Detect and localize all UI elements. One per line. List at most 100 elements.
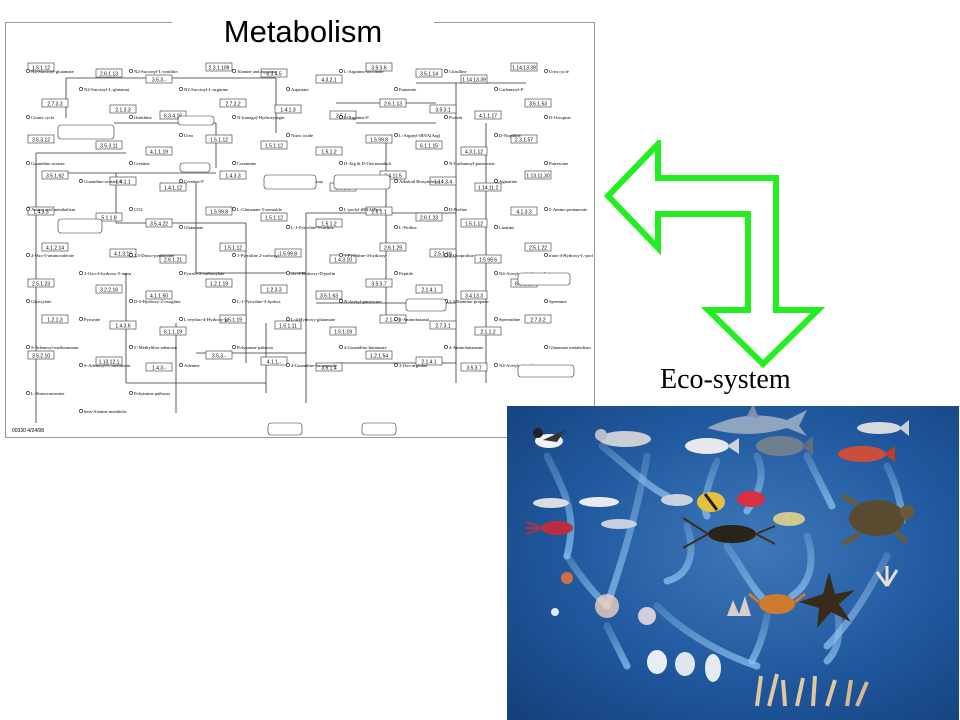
- enzyme-box: 1.13.12.1: [95, 356, 123, 366]
- enzyme-box: 1.4.3.3: [219, 170, 247, 179]
- enzyme-box: 3.5.2.10: [27, 350, 55, 360]
- svg-text:L-1-Pyrroline-3-hydrox: L-1-Pyrroline-3-hydrox: [237, 299, 281, 304]
- svg-text:4.1.3.3: 4.1.3.3: [516, 209, 532, 215]
- coral-icon: [755, 673, 869, 707]
- enzyme-box: 2.6.1.13: [379, 98, 407, 107]
- svg-text:2-Oxo-5-aminovalerate: 2-Oxo-5-aminovalerate: [31, 253, 74, 258]
- svg-text:Amino acid metabolism: Amino acid metabolism: [31, 207, 76, 212]
- enzyme-box: 1.2.1.54: [365, 350, 393, 360]
- compound-label: L-prolyl-tRNA(Pro): [339, 207, 382, 212]
- fish-icon: [533, 494, 693, 508]
- svg-text:3.5.3.-: 3.5.3.-: [152, 77, 167, 83]
- enzyme-box: 1.5.99.6: [474, 254, 502, 264]
- enzyme-box: 1.13.11.30: [524, 170, 552, 179]
- svg-text:1.5.1.12: 1.5.1.12: [224, 245, 242, 251]
- svg-text:N-Carbamoyl-putrescine: N-Carbamoyl-putrescine: [449, 161, 495, 166]
- svg-text:4.1.1.-: 4.1.1.-: [267, 359, 282, 365]
- compound-label: Urea: [179, 133, 193, 138]
- svg-text:1.14.13.39: 1.14.13.39: [512, 65, 536, 71]
- crab-icon: [748, 592, 806, 614]
- svg-text:3.2.2.16: 3.2.2.16: [100, 287, 118, 293]
- enzyme-box: 4.3.2.1: [315, 74, 343, 83]
- svg-text:2.1.4.1: 2.1.4.1: [385, 317, 401, 323]
- pathway-diagram: 1.5.1.122.6.1.133.5.3.-2.3.1.1096.3.4.54…: [12, 62, 594, 436]
- svg-text:3.5.2.10: 3.5.2.10: [32, 353, 50, 359]
- svg-text:D-Octopine: D-Octopine: [549, 115, 571, 120]
- svg-text:1.5.1.2: 1.5.1.2: [321, 221, 337, 227]
- pathway-link-box: [179, 162, 211, 173]
- compound-label: D-Nopaline: [494, 133, 521, 138]
- svg-text:3.5.4.22: 3.5.4.22: [150, 221, 168, 227]
- svg-text:1.5.1.12: 1.5.1.12: [465, 221, 483, 227]
- enzyme-box: 2.1.1.2: [474, 326, 502, 336]
- svg-text:4.3.1.12: 4.3.1.12: [465, 149, 483, 155]
- svg-text:2.5.1.22: 2.5.1.22: [529, 245, 547, 251]
- svg-text:6.1.1.15: 6.1.1.15: [420, 143, 438, 149]
- jellyfish-icon: [647, 650, 721, 682]
- svg-text:1.4.1.3: 1.4.1.3: [280, 107, 296, 113]
- enzyme-box: 5.1.1.8: [95, 212, 123, 221]
- svg-text:N2-Succinyl-L-glutamat: N2-Succinyl-L-glutamat: [84, 87, 130, 92]
- enzyme-box: 3.5.3.6: [365, 62, 393, 71]
- svg-text:2.5.1.16: 2.5.1.16: [434, 251, 452, 257]
- compound-label: Nitric oxide: [286, 133, 313, 138]
- svg-text:2.6.1.13: 2.6.1.13: [100, 71, 118, 77]
- pathway-link-box: [405, 298, 447, 312]
- compound-label: Pyruvate: [79, 317, 100, 322]
- enzyme-box: 2.6.1.23: [415, 212, 443, 221]
- svg-text:3.5.1.14: 3.5.1.14: [420, 71, 438, 77]
- svg-text:2.7.3.3: 2.7.3.3: [47, 101, 63, 107]
- svg-text:trans-4-Hydroxy-L-prol: trans-4-Hydroxy-L-prol: [549, 253, 594, 258]
- compound-label: L-Arginine-P: [339, 115, 369, 120]
- compound-label: N2-Succinyl-L-ornithin: [129, 69, 178, 74]
- food-web-arrows: [543, 442, 906, 670]
- enzyme-box: 1.4.3.3: [27, 206, 55, 215]
- svg-text:3.5.3.7: 3.5.3.7: [466, 365, 482, 371]
- enzyme-box: 1.2.3.3: [260, 284, 288, 294]
- svg-text:Carbamoyl-P: Carbamoyl-P: [499, 87, 524, 92]
- compound-label: N2-Succinyl-L-glutamat: [79, 87, 130, 92]
- enzyme-box: 4.1.1.19: [145, 146, 173, 155]
- compound-label: Citrate cycle: [26, 115, 54, 120]
- enzyme-box: 2.6.1.13: [95, 68, 123, 77]
- compound-label: N2-Succinyl-L-arginine: [179, 87, 228, 92]
- enzyme-box: 2.6.1.21: [159, 254, 187, 264]
- compound-label: D-Octopine: [544, 115, 571, 120]
- metabolism-title: Metabolism: [172, 12, 434, 52]
- svg-text:Agmatine: Agmatine: [499, 179, 517, 184]
- svg-text:1.5.1.12: 1.5.1.12: [265, 143, 283, 149]
- compound-label: Creatine-P: [179, 179, 204, 184]
- enzyme-box: 6.1.1.19: [159, 326, 187, 336]
- seabird-icon: [533, 428, 565, 448]
- svg-text:2.7.3.1: 2.7.3.1: [435, 323, 451, 329]
- svg-text:Citrate cycle: Citrate cycle: [31, 115, 54, 120]
- enzyme-box: 2.6.1.1: [365, 206, 393, 215]
- enzyme-box: 4.1.1.50: [145, 290, 173, 300]
- svg-text:4.1.1.19: 4.1.1.19: [150, 149, 168, 155]
- enzyme-box: 3.5.3.11: [95, 140, 123, 149]
- enzyme-box: 1.2.1.3: [41, 314, 69, 324]
- enzyme-box: 1.5.1.12: [205, 134, 233, 143]
- svg-text:1.4.1.1: 1.4.1.1: [115, 179, 131, 185]
- enzyme-box: 1.5.1.12: [27, 62, 55, 71]
- svg-text:N2-Succinyl-L-arginine: N2-Succinyl-L-arginine: [184, 87, 228, 92]
- compound-label: Guanidino-acetate: [26, 161, 65, 166]
- svg-text:1.2.1.3: 1.2.1.3: [47, 317, 63, 323]
- compound-label: 5-Amino-pentanoate: [544, 207, 587, 212]
- svg-text:Creatinine: Creatinine: [237, 161, 256, 166]
- svg-text:4.1.3.16: 4.1.3.16: [114, 251, 132, 257]
- enzyme-box: 3.5.1.4: [315, 362, 343, 372]
- compound-label: L-Arginino-succinate: [339, 69, 383, 74]
- pathway-link-box: [267, 422, 303, 436]
- enzyme-box: 1.5.1.2: [315, 146, 343, 155]
- enzyme-box: 3.5.1.53: [524, 98, 552, 107]
- enzyme-box: 1.5.1.19: [219, 314, 247, 324]
- compound-label: Glyoxylate: [26, 299, 51, 304]
- enzyme-box: 3.5.4.22: [145, 218, 173, 227]
- svg-text:1.2.3.3: 1.2.3.3: [266, 287, 282, 293]
- svg-text:1.5.1.19: 1.5.1.19: [334, 329, 352, 335]
- enzyme-box: 4.1.3.3: [510, 206, 538, 215]
- compound-label: Creatine: [129, 161, 150, 166]
- enzyme-box: 1.5.99.8: [205, 206, 233, 215]
- svg-text:N-Acetyl-putrescine: N-Acetyl-putrescine: [344, 299, 382, 304]
